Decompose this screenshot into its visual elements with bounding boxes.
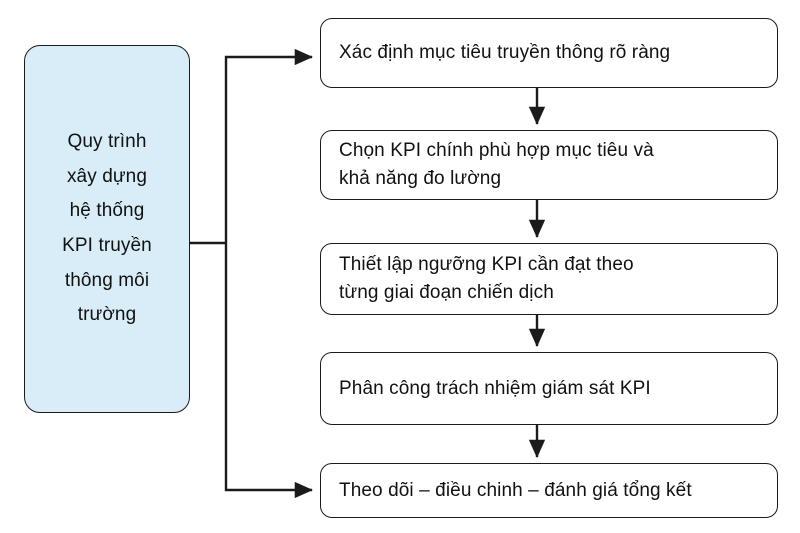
node-step-5-label: Theo dõi – điều chinh – đánh giá tổng kế… [339,479,692,501]
node-step-1[interactable]: Xác định mục tiêu truyền thông rõ ràng [320,18,778,88]
edge-root-step1 [224,48,313,243]
node-step-2[interactable]: Chọn KPI chính phù hợp mục tiêu và khả n… [320,130,778,200]
node-step-3-label: Thiết lập ngưỡng KPI cần đạt theo từng g… [339,254,634,303]
edge-root-step5 [224,243,313,499]
node-root-process[interactable]: Quy trình xây dựng hệ thống KPI truyền t… [24,45,190,413]
node-step-5[interactable]: Theo dõi – điều chinh – đánh giá tổng kế… [320,463,778,518]
node-step-1-label: Xác định mục tiêu truyền thông rõ ràng [339,42,671,64]
node-step-2-label: Chọn KPI chính phù hợp mục tiêu và khả n… [339,140,654,189]
node-root-label: Quy trình xây dựng hệ thống KPI truyền t… [62,131,152,326]
node-step-4[interactable]: Phân công trách nhiệm giám sát KPI [320,352,778,425]
node-step-3[interactable]: Thiết lập ngưỡng KPI cần đạt theo từng g… [320,243,778,315]
node-step-4-label: Phân công trách nhiệm giám sát KPI [339,377,651,399]
